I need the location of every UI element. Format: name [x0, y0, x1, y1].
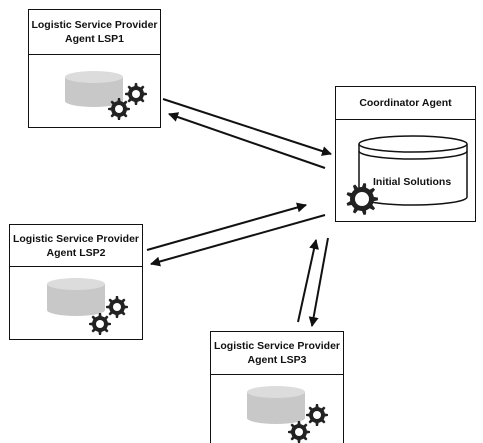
database-icon: [247, 386, 305, 424]
gears-icon: [108, 83, 147, 120]
arrow-coordinator-to-lsp3: [308, 237, 329, 327]
lsp3-body: [211, 375, 343, 443]
lsp2-title-line2: Agent LSP2: [46, 246, 106, 259]
initial-solutions-label: Initial Solutions: [373, 176, 452, 188]
gear-icon: [346, 183, 378, 215]
lsp1-body: [29, 55, 160, 127]
lsp2-header: Logistic Service Provider Agent LSP2: [10, 225, 142, 267]
lsp2-title-line1: Logistic Service Provider: [12, 232, 140, 245]
lsp1-agent-box: Logistic Service Provider Agent LSP1: [28, 9, 161, 128]
database-icon: [358, 135, 468, 206]
lsp1-title-line2: Agent LSP1: [65, 33, 124, 45]
arrow-lsp3-to-coordinator: [297, 239, 319, 323]
gears-icon: [288, 404, 328, 443]
arrow-lsp2-to-coordinator: [146, 202, 307, 251]
arrow-lsp1-to-coordinator: [162, 98, 332, 156]
arrow-coordinator-to-lsp1: [168, 112, 326, 169]
coordinator-title: Coordinator Agent: [359, 97, 452, 109]
lsp3-header: Logistic Service Provider Agent LSP3: [211, 332, 343, 375]
coordinator-body: Initial Solutions: [336, 120, 475, 220]
coordinator-header: Coordinator Agent: [336, 87, 475, 120]
lsp3-title-line1: Logistic Service Provider: [213, 340, 341, 352]
database-icon: [47, 278, 105, 316]
lsp2-body: [10, 267, 142, 339]
lsp2-agent-box: Logistic Service Provider Agent LSP2: [9, 224, 143, 340]
lsp1-header: Logistic Service Provider Agent LSP1: [29, 10, 160, 55]
gears-icon: [89, 296, 128, 335]
database-icon: [65, 71, 123, 107]
coordinator-agent-box: Coordinator Agent Initial Solutions: [335, 86, 476, 222]
lsp3-agent-box: Logistic Service Provider Agent LSP3: [210, 331, 344, 443]
lsp1-title-line1: Logistic Service Provider: [31, 19, 158, 31]
lsp3-title-line2: Agent LSP3: [247, 354, 307, 366]
arrow-coordinator-to-lsp2: [150, 214, 326, 267]
